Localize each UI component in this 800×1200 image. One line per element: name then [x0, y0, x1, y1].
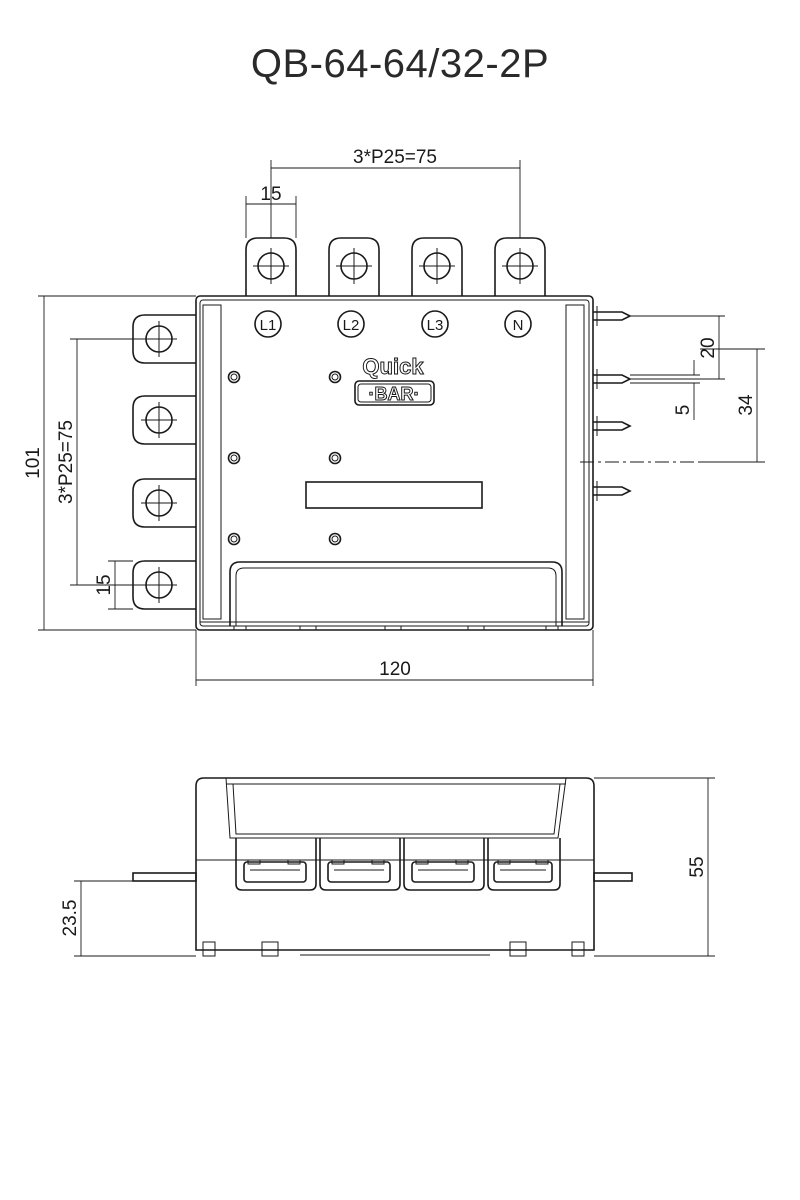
top-view: Quick ·BAR· L1 L2 L3 N — [23, 147, 765, 686]
dim-side-pin-height-label: 23.5 — [60, 900, 81, 937]
screw-holes — [227, 370, 342, 546]
dim-left-pitch: 3*P25=75 — [56, 338, 159, 586]
side-terminals — [235, 838, 561, 891]
terminal-label-n: N — [513, 317, 524, 334]
top-lugs — [245, 237, 546, 296]
dim-top-pitch-label: 3*P25=75 — [353, 147, 437, 168]
side-left-pin — [132, 872, 197, 882]
terminal-labels: L1 L2 L3 N — [254, 310, 532, 338]
brand-line2: ·BAR· — [369, 384, 420, 404]
side-body-outline — [195, 777, 595, 951]
dim-left-tab-label: 15 — [94, 574, 115, 595]
bottom-cover-inner — [235, 567, 557, 626]
body-inner-outline — [199, 299, 590, 627]
dim-pin-width-label: 5 — [673, 405, 694, 416]
left-lugs — [132, 314, 196, 610]
dim-height-label: 101 — [23, 447, 44, 479]
left-rail — [202, 304, 222, 620]
dim-side-height: 55 — [594, 777, 715, 957]
dim-left-tab: 15 — [94, 560, 133, 610]
dim-width: 120 — [195, 630, 594, 686]
dim-side-pin-height: 23.5 — [60, 880, 196, 957]
terminal-label-l3: L3 — [427, 317, 444, 334]
dim-pin-spacing-label: 20 — [698, 337, 719, 358]
dim-pin-offset-label: 34 — [736, 394, 757, 416]
bottom-cover — [229, 561, 563, 626]
dim-top-tab: 15 — [245, 184, 297, 238]
dim-pin-offset: 34 — [700, 348, 765, 463]
terminal-label-l1: L1 — [260, 317, 277, 334]
quickbar-logo: Quick ·BAR· — [354, 354, 435, 406]
brand-line1: Quick — [362, 354, 424, 379]
label-window — [305, 481, 483, 509]
dim-width-label: 120 — [379, 659, 411, 680]
terminal-label-l2: L2 — [343, 317, 360, 334]
dim-top-tab-label: 15 — [260, 184, 281, 205]
dim-top-pitch: 3*P25=75 — [270, 147, 521, 238]
dim-left-pitch-label: 3*P25=75 — [56, 420, 77, 504]
side-right-pin — [593, 872, 633, 882]
dim-side-height-label: 55 — [687, 856, 708, 877]
side-view: 55 23.5 — [60, 777, 715, 957]
body-outline — [195, 295, 594, 631]
dim-height: 101 — [23, 295, 196, 631]
dim-pin-width: 5 — [630, 360, 700, 420]
drawing-title: QB-64-64/32-2P — [250, 42, 550, 86]
right-pins — [593, 306, 632, 501]
dim-pin-spacing: 20 — [630, 315, 725, 380]
